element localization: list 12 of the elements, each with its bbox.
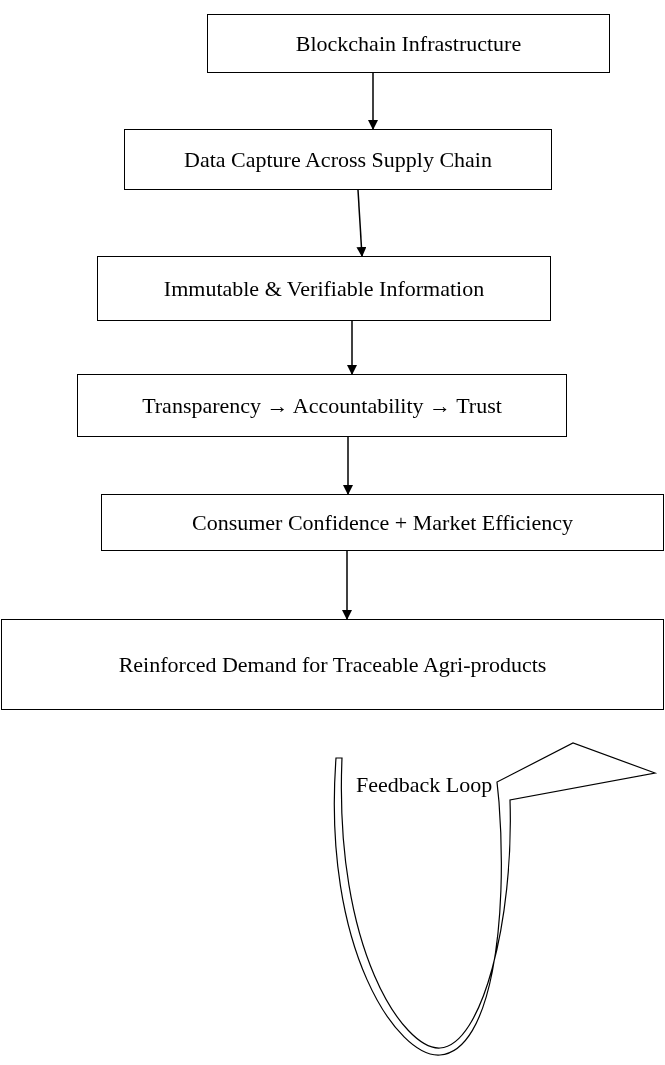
arrow (356, 189, 367, 257)
loop-label: Feedback Loop (356, 771, 493, 799)
process-box: Blockchain Infrastructure (207, 14, 610, 73)
arrow (347, 320, 357, 375)
process-box: Data Capture Across Supply Chain (124, 129, 552, 190)
arrow (342, 550, 352, 620)
process-box: Consumer Confidence + Market Efficiency (101, 494, 664, 551)
process-box: Reinforced Demand for Traceable Agri-products (1, 619, 664, 710)
arrow (343, 436, 353, 495)
process-box: Immutable & Verifiable Information (97, 256, 551, 321)
arrow (368, 72, 378, 130)
process-box: Transparency → Accountability → Trust (77, 374, 567, 437)
